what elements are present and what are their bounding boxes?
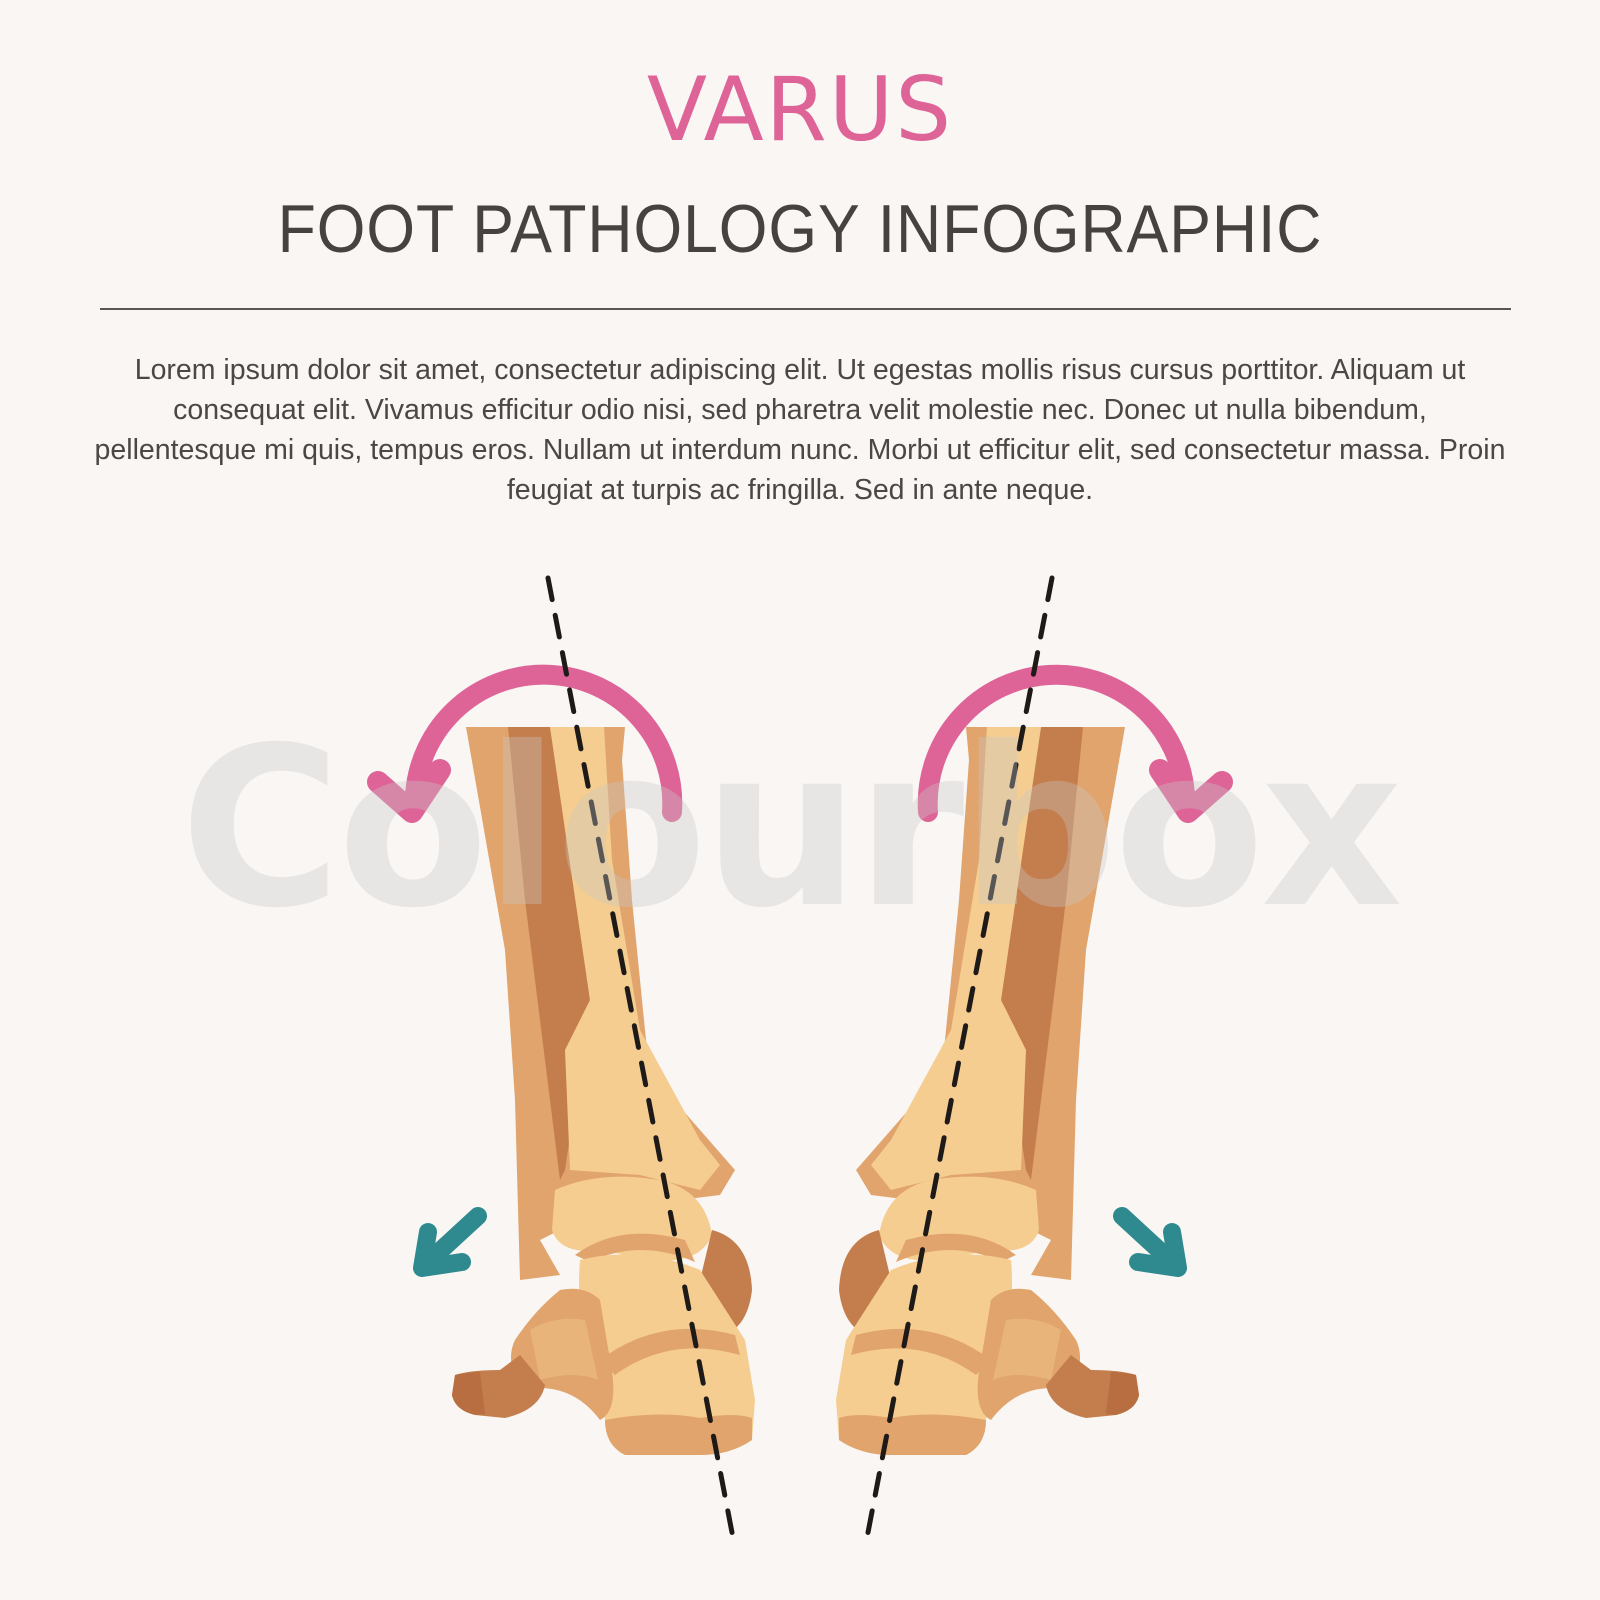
header-divider	[100, 308, 1511, 310]
counter-clockwise-arrow-icon	[367, 664, 683, 823]
down-left-arrow-icon	[413, 1207, 487, 1277]
down-right-arrow-icon	[1113, 1207, 1187, 1277]
right-foot-bones	[836, 727, 1139, 1455]
right-axis-line	[862, 575, 1055, 1551]
page-subtitle: FOOT PATHOLOGY INFOGRAPHIC	[277, 191, 1323, 267]
description-paragraph: Lorem ipsum dolor sit amet, consectetur …	[94, 354, 1506, 506]
left-foot-bones	[452, 727, 755, 1455]
page-title: VARUS	[646, 58, 954, 161]
clockwise-arrow-icon	[917, 664, 1233, 823]
left-axis-line	[545, 575, 738, 1551]
